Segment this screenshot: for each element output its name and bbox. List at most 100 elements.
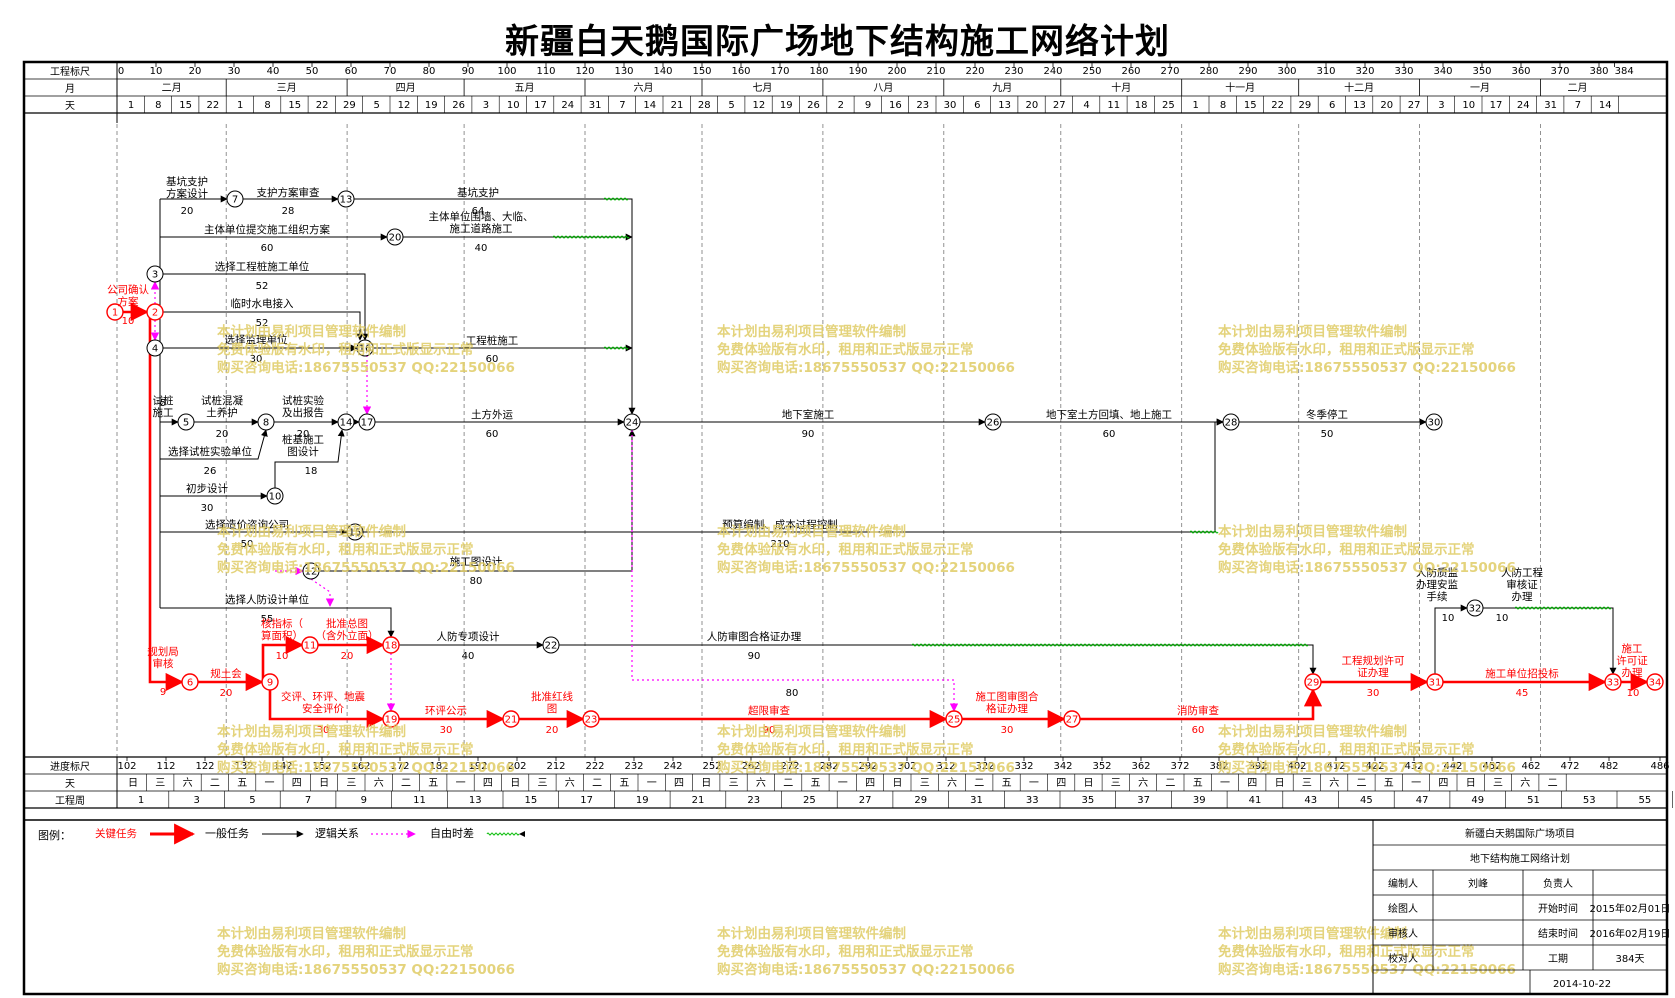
node-label-17: 17 [361, 418, 374, 429]
node-label-26: 26 [987, 418, 1000, 429]
node-7 [226, 190, 244, 208]
weekday-label: 日 [128, 778, 138, 789]
day-label: 22 [1271, 100, 1284, 111]
legend-arrowhead [519, 831, 525, 837]
day-label: 25 [1162, 100, 1175, 111]
node-15 [346, 523, 364, 541]
watermark-text: 本计划由易利项目管理软件编制 [217, 323, 406, 340]
task-label-t6: 主体单位围墙、大临、 [429, 210, 534, 223]
node-label-32: 32 [1469, 604, 1482, 615]
task-label-t22: 预算编制、成本过程控制 [722, 518, 838, 531]
node-31 [1426, 673, 1444, 691]
task-duration-t21: 50 [241, 539, 254, 550]
title-block-key: 校对人 [1388, 952, 1418, 965]
scale-tick-label: 240 [1043, 66, 1062, 77]
node-22 [542, 636, 560, 654]
day-label: 8 [155, 100, 161, 111]
task-duration-t39: 10 [1442, 613, 1455, 624]
day-label: 3 [483, 100, 489, 111]
task-label-t1: 公司确认 [107, 283, 149, 296]
weekday-label: 六 [947, 777, 957, 789]
watermark-text: 本计划由易利项目管理软件编制 [1218, 323, 1407, 340]
month-label: 十一月 [1225, 81, 1255, 94]
task-label-t34: 超限审查 [748, 704, 790, 717]
title-block-value: 2015年02月01日 [1590, 902, 1671, 915]
node-30 [1425, 413, 1443, 431]
scale-tick-label: 260 [1121, 66, 1140, 77]
scale-tick-label: 30 [228, 66, 241, 77]
watermark-text: 本计划由易利项目管理软件编制 [717, 323, 906, 340]
node-34 [1646, 673, 1664, 691]
weekday-label: 六 [374, 777, 384, 789]
node-33 [1604, 673, 1622, 691]
task-label-t8: 临时水电接入 [231, 297, 294, 310]
task-duration-t8: 52 [256, 318, 269, 329]
task-label-t41: 许可证 [1616, 654, 1648, 667]
week-label: 43 [1304, 795, 1317, 806]
node-10 [266, 487, 284, 505]
progress-tick-label: 462 [1521, 761, 1540, 772]
scale-tick-label: 310 [1316, 66, 1335, 77]
weekday-label: 一 [456, 778, 466, 789]
watermark-text: 免费体验版有水印，租用和正式版显示正常 [217, 943, 474, 960]
task-duration-t29: 10 [276, 651, 289, 662]
task-duration-t18: 60 [1103, 429, 1116, 440]
weekday-label: 二 [974, 778, 984, 789]
node-29 [1304, 673, 1322, 691]
node-label-30: 30 [1428, 418, 1441, 429]
node-label-12: 12 [305, 567, 318, 578]
node-label-22: 22 [545, 641, 558, 652]
task-duration-t40: 10 [1496, 613, 1509, 624]
watermark-text: 购买咨询电话:18675550537 QQ:22150066 [1218, 759, 1516, 776]
task-duration-t9: 30 [250, 354, 263, 365]
day-label: 14 [643, 100, 656, 111]
task-label-t18: 地下室土方回填、地上施工 [1046, 408, 1172, 421]
node-12 [302, 562, 320, 580]
legend-label-critical: 关键任务 [95, 827, 137, 840]
day-label: 13 [1353, 100, 1366, 111]
watermark-text: 免费体验版有水印，租用和正式版显示正常 [1218, 541, 1475, 558]
progress-tick-label: 152 [312, 761, 331, 772]
watermark-text: 本计划由易利项目管理软件编制 [1218, 925, 1407, 942]
task-label-t35: 施工图审图合 [976, 690, 1039, 703]
node-label-9: 9 [267, 678, 273, 689]
task-duration-t13: 20 [297, 429, 310, 440]
weekday-label: 二 [1548, 778, 1558, 789]
watermark-text: 本计划由易利项目管理软件编制 [717, 723, 906, 740]
title-block-project: 新疆白天鹅国际广场项目 [1465, 827, 1575, 840]
node-3 [146, 265, 164, 283]
weekday-label: 三 [538, 778, 548, 789]
task-label-t11: 施工 [153, 406, 174, 419]
title-block-key: 审核人 [1388, 927, 1418, 940]
scale-tick-label: 360 [1511, 66, 1530, 77]
progress-tick-label: 272 [780, 761, 799, 772]
watermark-text: 免费体验版有水印，租用和正式版显示正常 [217, 741, 474, 758]
task-label-t15: 桩基施工 [282, 433, 324, 446]
node-9 [261, 673, 279, 691]
task-label-t41: 施工 [1622, 642, 1643, 655]
node-label-14: 14 [340, 418, 353, 429]
month-label: 六月 [634, 82, 654, 94]
month-label: 八月 [873, 82, 893, 94]
node-label-6: 6 [187, 678, 193, 689]
month-label: 五月 [515, 82, 535, 94]
task-duration-t7: 52 [256, 281, 269, 292]
task-duration-t6: 40 [475, 243, 488, 254]
watermark-text: 免费体验版有水印，租用和正式版显示正常 [1218, 943, 1475, 960]
watermark-text: 购买咨询电话:18675550537 QQ:22150066 [1218, 359, 1516, 376]
weekday-label: 日 [1084, 778, 1094, 789]
task-arrow-t24 [160, 607, 395, 638]
header-row-label: 天 [65, 101, 75, 112]
task-label-t14: 选择试桩实验单位 [168, 445, 252, 458]
task-duration-t17: 90 [802, 429, 815, 440]
scale-tick-label: 290 [1238, 66, 1257, 77]
task-duration-t11: 5 [160, 398, 166, 409]
task-label-t23: 施工图设计 [450, 555, 503, 568]
free-float-wave [911, 643, 1309, 647]
day-label: 20 [1380, 100, 1393, 111]
title-block-key: 结束时间 [1538, 927, 1578, 940]
watermark-text: 购买咨询电话:18675550537 QQ:22150066 [217, 359, 515, 376]
day-label: 13 [998, 100, 1011, 111]
month-label: 一月 [1470, 82, 1490, 94]
task-label-t13: 试桩实验 [282, 394, 324, 407]
